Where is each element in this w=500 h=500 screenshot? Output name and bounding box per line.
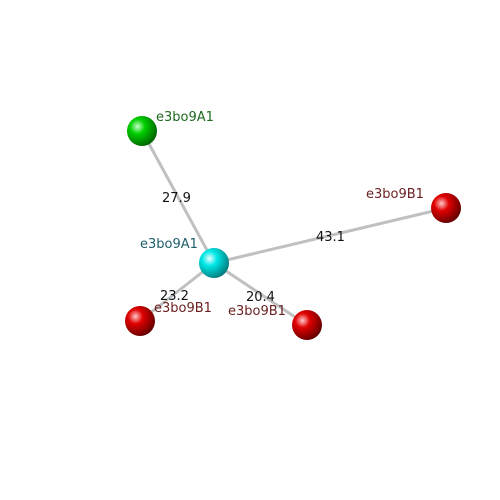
distance-label-top-left: 27.9 bbox=[162, 191, 191, 206]
atom-right-red bbox=[431, 193, 461, 223]
atom-label-right: e3bo9B1 bbox=[366, 187, 424, 202]
atom-label-center: e3bo9A1 bbox=[140, 237, 198, 252]
atom-label-bottom-right: e3bo9B1 bbox=[228, 304, 286, 319]
distance-label-bottom-right: 20.4 bbox=[246, 290, 275, 305]
atom-center-cyan bbox=[199, 248, 229, 278]
bond-lines bbox=[139, 130, 447, 327]
distance-label-bottom-left: 23.2 bbox=[160, 289, 189, 304]
bond-center-top-left bbox=[140, 130, 216, 264]
atom-label-bottom-left: e3bo9B1 bbox=[154, 301, 212, 316]
bond-center-right bbox=[213, 206, 447, 265]
bond-center-bottom-right bbox=[213, 261, 308, 327]
atom-bottom-right-red bbox=[292, 310, 322, 340]
bond-center-bottom-left bbox=[139, 261, 215, 323]
atom-bottom-left-red bbox=[125, 306, 155, 336]
distance-label-right: 43.1 bbox=[316, 230, 345, 245]
atom-label-top-left: e3bo9A1 bbox=[156, 110, 214, 125]
atom-top-left-green bbox=[127, 116, 157, 146]
